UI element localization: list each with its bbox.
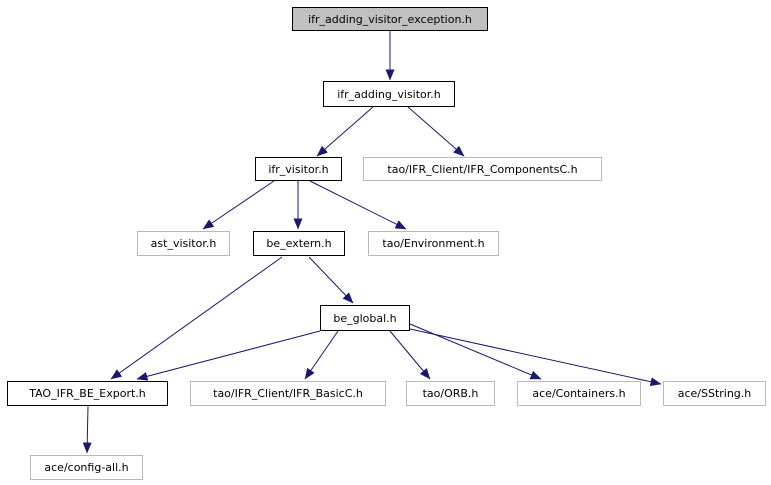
graph-node-label: TAO_IFR_BE_Export.h: [29, 387, 146, 400]
graph-node-label: be_global.h: [333, 311, 397, 325]
edge-ifr_adding_visitor-to-ifr_visitor: [316, 106, 374, 157]
graph-node-label: ifr_adding_visitor_exception.h: [308, 12, 472, 26]
graph-node-label: tao/ORB.h: [422, 387, 479, 400]
graph-node-label: tao/Environment.h: [382, 237, 485, 250]
graph-node-tao_ifr_be_export[interactable]: TAO_IFR_BE_Export.h: [7, 381, 168, 406]
graph-node-label: ace/SString.h: [677, 387, 752, 400]
edge-ifr_adding_visitor-to-ifr_componentsc: [407, 106, 465, 157]
graph-node-tao_orb: tao/ORB.h: [406, 381, 495, 406]
edge-be_global-to-ace_sstring: [409, 328, 662, 387]
graph-node-label: tao/IFR_Client/IFR_BasicC.h: [213, 387, 363, 400]
edge-be_extern-to-be_global: [308, 256, 354, 304]
graph-node-label: be_extern.h: [266, 237, 332, 250]
edge-ifr_visitor-to-tao_environment: [309, 180, 407, 230]
graph-node-ifr_componentsc: tao/IFR_Client/IFR_ComponentsC.h: [363, 157, 602, 181]
edge-ifr_visitor-to-ast_visitor: [202, 180, 275, 230]
edge-be_global-to-ifr_basicc: [304, 330, 339, 380]
graph-node-tao_environment: tao/Environment.h: [368, 231, 499, 256]
graph-node-ifr_visitor[interactable]: ifr_visitor.h: [255, 157, 342, 181]
graph-node-label: ifr_visitor.h: [268, 162, 329, 176]
edge-be_extern-to-tao_ifr_be_export: [110, 256, 283, 380]
edge-be_global-to-ace_containers: [409, 323, 542, 380]
graph-node-label: tao/IFR_Client/IFR_ComponentsC.h: [387, 162, 578, 176]
graph-node-ifr_adding_visitor_exception: ifr_adding_visitor_exception.h: [292, 7, 488, 31]
graph-node-be_global[interactable]: be_global.h: [320, 305, 410, 331]
edge-tao_ifr_be_export-to-ace_config_all: [82, 405, 92, 454]
graph-node-ace_config_all: ace/config-all.h: [30, 455, 143, 480]
graph-node-label: ifr_adding_visitor.h: [337, 87, 441, 101]
graph-node-be_extern[interactable]: be_extern.h: [253, 231, 345, 256]
graph-node-ace_containers: ace/Containers.h: [517, 381, 641, 406]
edge-be_global-to-tao_ifr_be_export: [136, 330, 321, 381]
graph-node-label: ace/config-all.h: [44, 461, 129, 474]
graph-node-label: ace/Containers.h: [532, 387, 626, 400]
graph-node-ace_sstring: ace/SString.h: [663, 381, 766, 406]
graph-node-label: ast_visitor.h: [150, 237, 217, 250]
graph-node-ifr_adding_visitor[interactable]: ifr_adding_visitor.h: [323, 81, 455, 107]
graph-node-ifr_basicc: tao/IFR_Client/IFR_BasicC.h: [190, 381, 386, 406]
edge-be_global-to-tao_orb: [389, 330, 431, 380]
graph-node-ast_visitor: ast_visitor.h: [137, 231, 230, 256]
